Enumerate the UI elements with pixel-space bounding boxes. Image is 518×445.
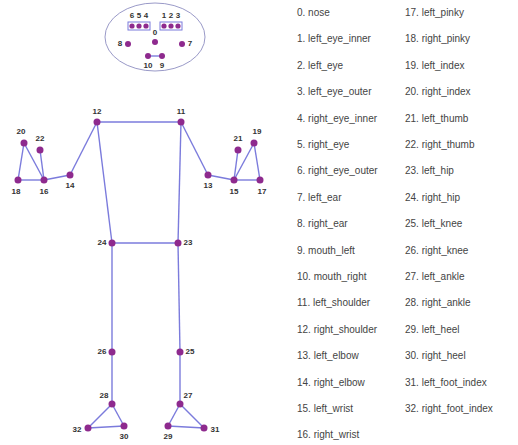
callout-number: 29 bbox=[164, 433, 173, 441]
callout-number: 20 bbox=[17, 128, 26, 136]
landmark-name: 26. right_knee bbox=[405, 246, 468, 256]
landmark-name: 10. mouth_right bbox=[297, 272, 367, 282]
landmark-name: 19. left_index bbox=[405, 61, 465, 71]
head-outline bbox=[105, 3, 205, 71]
callout-number: 0 bbox=[153, 29, 157, 37]
landmark-name: 16. right_wrist bbox=[297, 430, 359, 440]
landmark-name: 31. left_foot_index bbox=[405, 378, 487, 388]
landmark-name: 9. mouth_left bbox=[297, 246, 355, 256]
callout-number: 30 bbox=[120, 433, 129, 441]
landmark-name: 29. left_heel bbox=[405, 325, 460, 335]
callout-number: 13 bbox=[204, 182, 213, 190]
landmark-name: 3. left_eye_outer bbox=[297, 87, 372, 97]
callout-number: 27 bbox=[184, 392, 193, 400]
landmark-name: 18. right_pinky bbox=[405, 34, 470, 44]
callout-number: 31 bbox=[211, 426, 220, 434]
callout-number: 7 bbox=[188, 40, 192, 48]
landmark-name: 11. left_shoulder bbox=[297, 298, 370, 308]
landmark-name: 7. left_ear bbox=[297, 193, 341, 203]
landmark-name: 25. left_knee bbox=[405, 219, 462, 229]
callout-number: 4 bbox=[144, 12, 148, 20]
landmark-name: 2. left_eye bbox=[297, 61, 343, 71]
callout-number: 22 bbox=[36, 135, 45, 143]
landmark-name: 6. right_eye_outer bbox=[297, 166, 378, 176]
landmark-name: 17. left_pinky bbox=[405, 8, 464, 18]
callout-number: 26 bbox=[98, 348, 107, 356]
callout-number: 17 bbox=[258, 188, 267, 196]
landmark-name: 23. left_hip bbox=[405, 166, 454, 176]
callout-number: 18 bbox=[12, 188, 21, 196]
landmark-name: 28. right_ankle bbox=[405, 298, 471, 308]
landmark-name: 24. right_hip bbox=[405, 193, 460, 203]
landmark-name: 30. right_heel bbox=[405, 351, 466, 361]
callout-number: 23 bbox=[184, 239, 193, 247]
landmark-name: 13. left_elbow bbox=[297, 351, 359, 361]
callout-number: 3 bbox=[176, 12, 180, 20]
callout-number: 1 bbox=[162, 12, 166, 20]
callout-number: 8 bbox=[118, 40, 122, 48]
bones bbox=[18, 56, 260, 428]
landmark-name: 8. right_ear bbox=[297, 219, 348, 229]
landmark-name: 20. right_index bbox=[405, 87, 471, 97]
landmark-name: 21. left_thumb bbox=[405, 114, 468, 124]
landmark-name: 32. right_foot_index bbox=[405, 404, 493, 414]
landmark-name: 15. left_wrist bbox=[297, 404, 353, 414]
callout-number: 28 bbox=[100, 392, 109, 400]
landmark-dots bbox=[15, 23, 264, 431]
landmark-name: 4. right_eye_inner bbox=[297, 114, 377, 124]
eye-box bbox=[160, 22, 182, 30]
landmark-name: 0. nose bbox=[297, 8, 330, 18]
callout-number: 21 bbox=[234, 135, 243, 143]
callout-number: 19 bbox=[253, 128, 262, 136]
landmark-name: 27. left_ankle bbox=[405, 272, 465, 282]
callout-number: 12 bbox=[93, 108, 102, 116]
callout-number: 9 bbox=[160, 62, 164, 70]
landmark-name: 5. right_eye bbox=[297, 140, 349, 150]
callout-number: 10 bbox=[144, 62, 153, 70]
landmark-name: 12. right_shoulder bbox=[297, 325, 377, 335]
callout-number: 32 bbox=[73, 426, 82, 434]
callout-number: 16 bbox=[40, 188, 49, 196]
landmark-name: 22. right_thumb bbox=[405, 140, 475, 150]
landmark-name: 1. left_eye_inner bbox=[297, 34, 371, 44]
callout-number: 6 bbox=[130, 12, 134, 20]
callout-number: 14 bbox=[66, 182, 75, 190]
callout-number: 24 bbox=[98, 239, 107, 247]
eye-box bbox=[128, 22, 150, 30]
callout-number: 5 bbox=[137, 12, 141, 20]
callout-number: 11 bbox=[177, 108, 185, 116]
callout-number: 2 bbox=[169, 12, 173, 20]
callout-number: 25 bbox=[186, 348, 195, 356]
landmark-name: 14. right_elbow bbox=[297, 378, 365, 388]
callout-number: 15 bbox=[230, 188, 239, 196]
